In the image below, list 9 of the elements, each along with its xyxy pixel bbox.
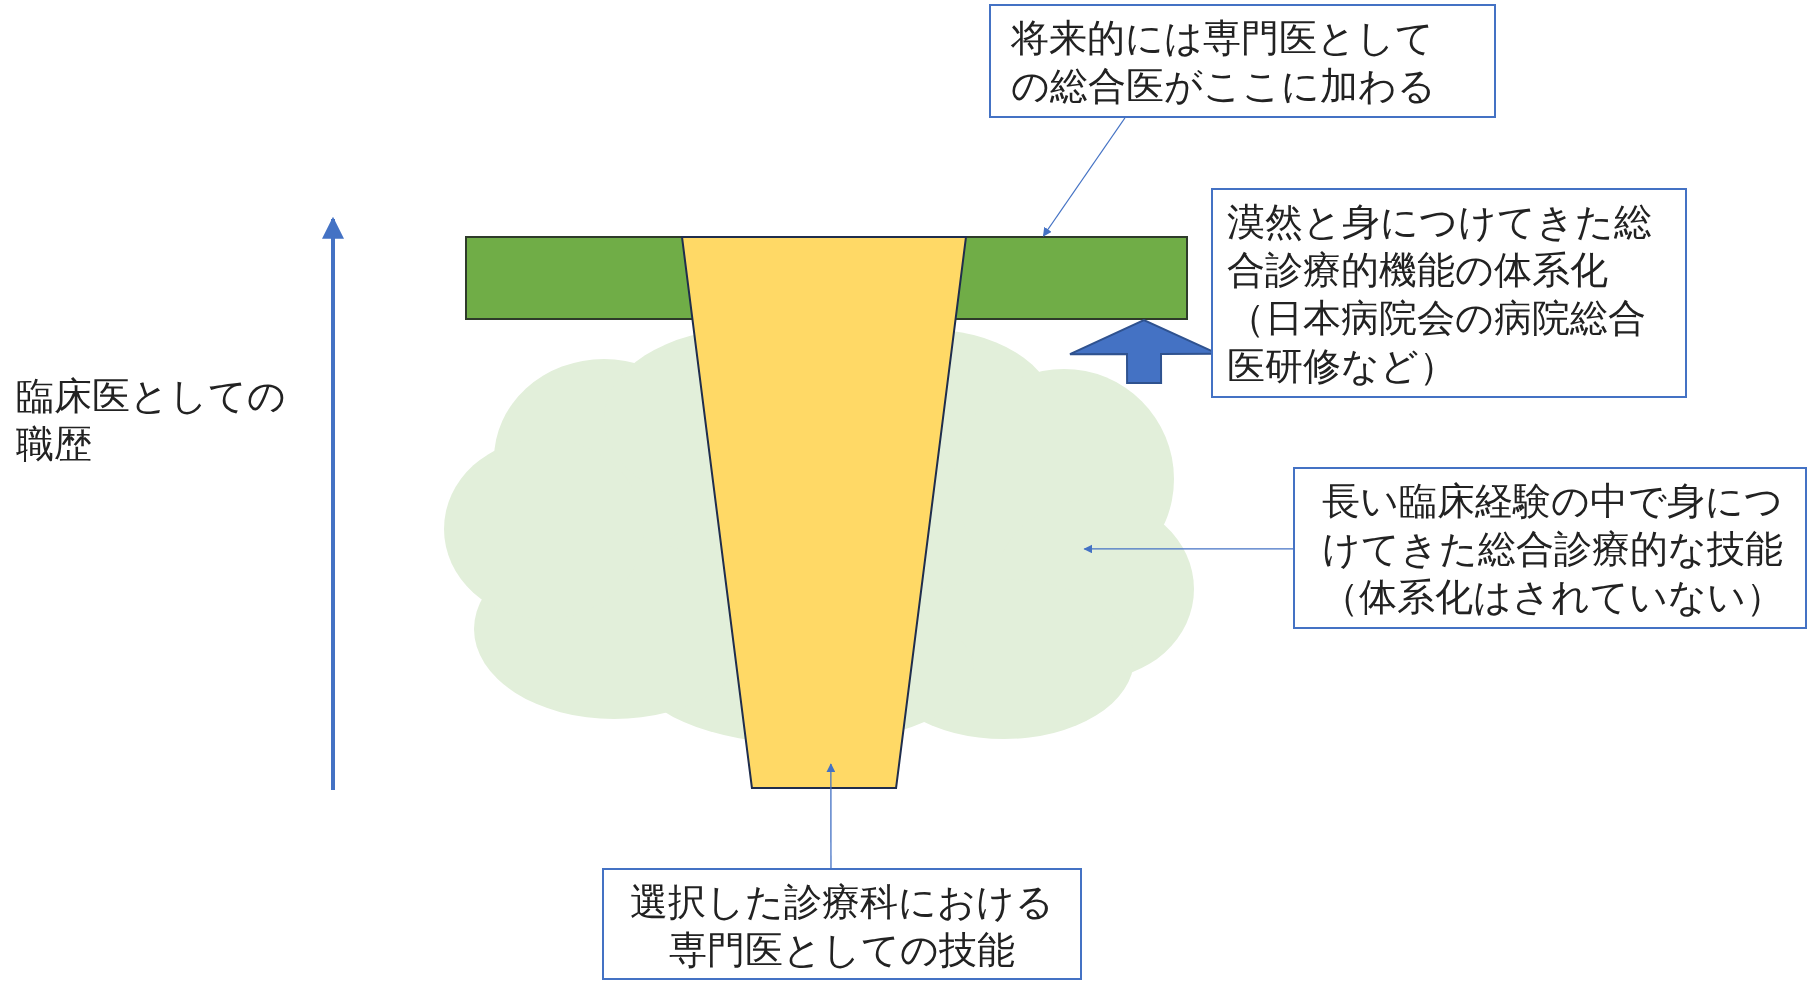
leader-line (1083, 544, 1294, 554)
trapezoid-shape (681, 236, 967, 789)
callout-box: 将来的には専門医としての総合医がここに加わる (989, 4, 1496, 118)
callout-box: 漠然と身につけてきた総合診療的機能の体系化（日本病院会の病院総合医研修など） (1211, 188, 1687, 398)
leader-line (1042, 117, 1126, 237)
leader-line (826, 763, 836, 869)
axis-label: 臨床医としての職歴 (16, 373, 287, 468)
callout-box: 長い臨床経験の中で身につけてきた総合診療的な技能（体系化はされていない） (1293, 467, 1807, 629)
callout-box: 選択した診療科における専門医としての技能 (602, 868, 1082, 980)
